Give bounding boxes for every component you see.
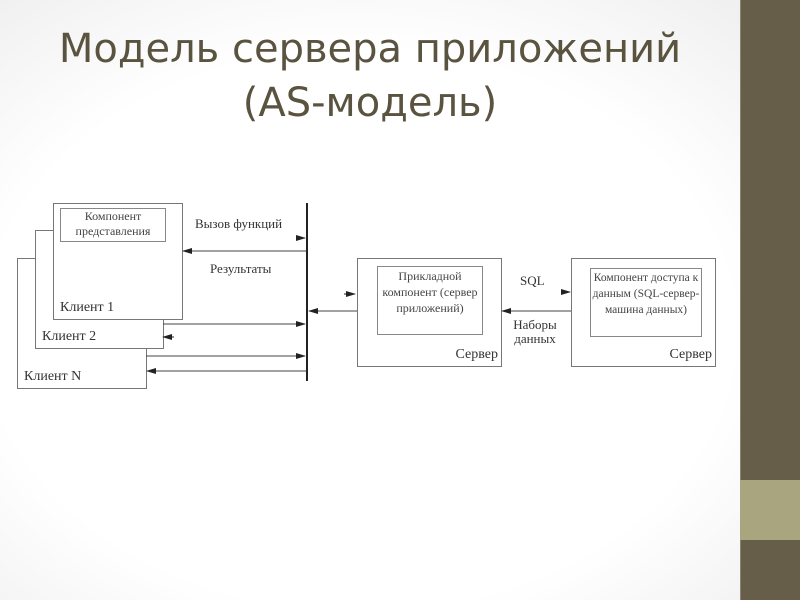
title-line-2: (AS-модель) <box>242 80 498 126</box>
client-n-label: Клиент N <box>24 369 82 384</box>
client-1-box: Компонент представления Клиент 1 <box>53 203 183 320</box>
client-1-label: Клиент 1 <box>60 300 115 315</box>
sql-label: SQL <box>520 273 545 288</box>
connector-lines <box>146 203 571 381</box>
db-server-box: Компонент доступа к данным (SQL-сервер-м… <box>571 258 716 367</box>
call-label: Вызов функций <box>195 216 283 231</box>
db-server-label: Сервер <box>669 347 712 362</box>
slide-title: Модель сервера приложений (AS-модель) <box>0 22 740 130</box>
app-server-box: Прикладной компонент (сервер приложений)… <box>357 258 502 367</box>
app-component: Прикладной компонент (сервер приложений) <box>377 266 483 335</box>
data-access-component: Компонент доступа к данным (SQL-сервер-м… <box>590 268 702 337</box>
app-server-label: Сервер <box>455 347 498 362</box>
client-2-label: Клиент 2 <box>42 329 97 344</box>
title-line-1: Модель сервера приложений <box>58 26 682 72</box>
datasets-label: Наборы данных <box>513 317 557 346</box>
results-label: Результаты <box>210 261 272 276</box>
decorative-band <box>740 480 800 540</box>
presentation-component: Компонент представления <box>60 208 166 242</box>
